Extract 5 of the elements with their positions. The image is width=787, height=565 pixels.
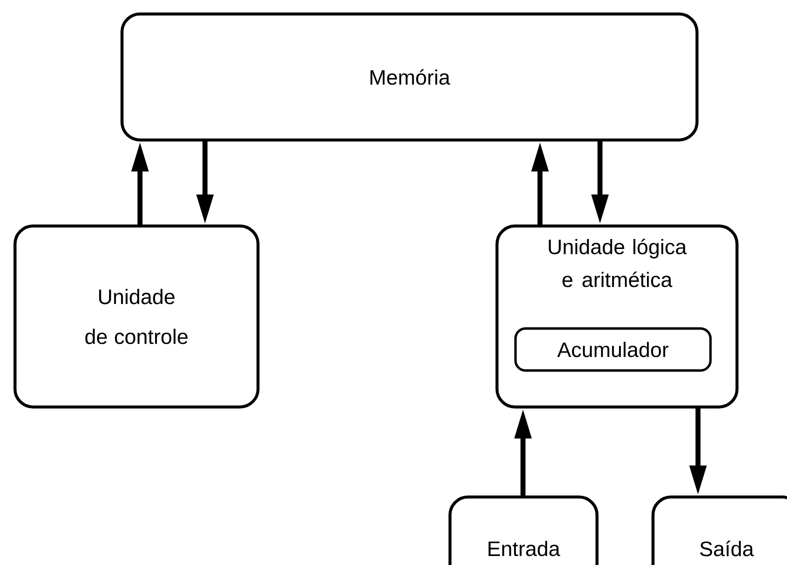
input-box: Entrada	[448, 496, 598, 565]
output-box: Saída	[652, 496, 787, 565]
process-box: Acumulador	[514, 327, 712, 372]
memory-box: Memória	[120, 12, 698, 142]
process-box: Unidade de controle	[14, 224, 260, 408]
